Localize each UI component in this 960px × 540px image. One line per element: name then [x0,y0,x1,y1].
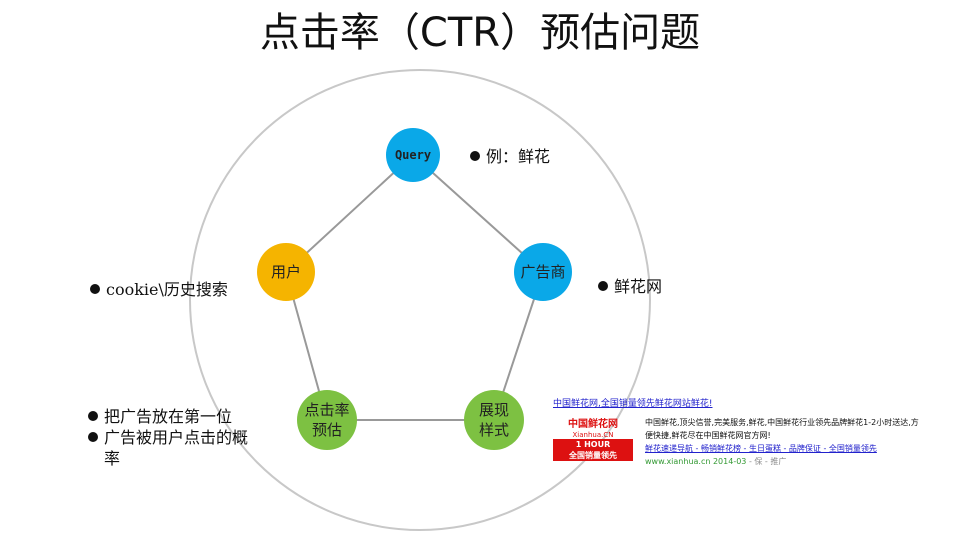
note-text: cookie\历史搜索 [106,280,228,299]
ad-sitelinks[interactable]: 鲜花速递导航 - 畅销鲜花榜 - 生日蛋糕 - 品牌保证 - 全国销量领先 [645,444,877,453]
ad-logo: 中国鲜花网 Xianhua.CN 1 HOUR 全国销量领先 [553,418,633,468]
bullet-icon [88,432,98,442]
outer-circle [189,69,651,531]
ad-url[interactable]: www.xianhua.cn 2014-03 [645,457,747,466]
logo-badge: 1 HOUR [575,440,611,449]
ad-extra[interactable]: - 保 - 推广 [748,457,787,466]
node-label: 预估 [311,421,342,439]
bullet-icon [470,151,480,161]
ad-description: 中国鲜花,顶尖信誉,完美服务,鲜花,中国鲜花行业领先品牌鲜花1-2小时送达,方便… [645,418,919,440]
note-text: 鲜花网 [614,277,663,296]
logo-badge: 全国销量领先 [569,451,617,460]
node-query: Query [386,128,440,182]
slide-title: 点击率（CTR）预估问题 [259,10,701,56]
note-text: 例：鲜花 [486,147,551,166]
node-user: 用户 [257,243,315,301]
note-user: cookie\历史搜索 [90,279,256,300]
note-query: 例：鲜花 [470,146,550,167]
node-label: 广告商 [520,263,566,281]
note-advertiser: 鲜花网 [598,276,662,297]
bullet-icon [88,411,98,421]
node-ctr-prediction: 点击率预估 [297,390,357,450]
note-text: 把广告放在第一位 [104,407,233,426]
search-ad-example: 中国鲜花网,全国销量领先鲜花网站鲜花! 中国鲜花网 Xianhua.CN 1 H… [553,398,928,466]
node-label: Query [394,148,432,162]
note-ctr: 把广告放在第一位 广告被用户点击的概率 [88,406,263,469]
node-label: 点击率 [304,401,350,419]
node-label: 展现 [478,401,509,419]
pentagon-edges [284,154,545,421]
ad-title-link[interactable]: 中国鲜花网,全国销量领先鲜花网站鲜花! [553,399,713,409]
node-label: 样式 [478,421,509,439]
node-advertiser: 广告商 [514,243,572,301]
bullet-icon [90,284,100,294]
logo-name: 中国鲜花网 [568,419,618,430]
node-label: 用户 [270,263,301,281]
logo-sub: Xianhua.CN [572,431,614,439]
node-display-style: 展现样式 [464,390,524,450]
bullet-icon [598,281,608,291]
note-text: 广告被用户点击的概率 [104,428,249,468]
